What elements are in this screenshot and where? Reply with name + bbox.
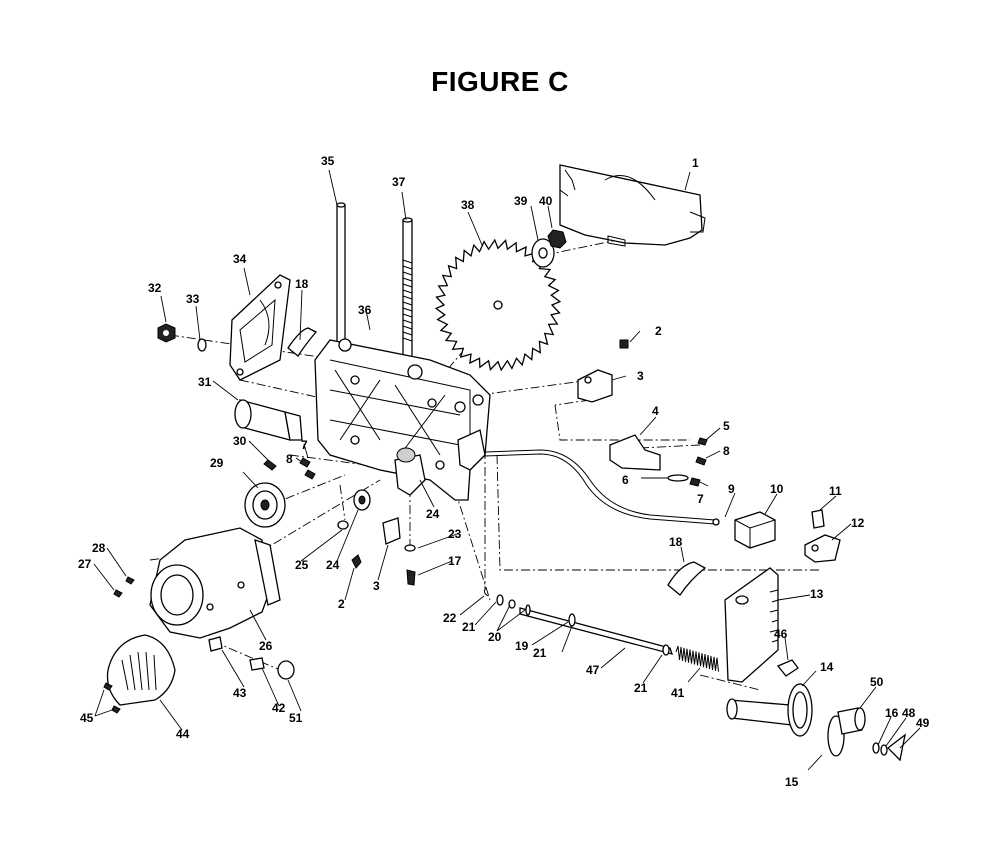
- callout-14: 14: [820, 660, 834, 674]
- callout-22: 22: [443, 611, 457, 625]
- callout-30: 30: [233, 434, 247, 448]
- callout-17: 17: [448, 554, 462, 568]
- callout-labels: 1 2 2 3 3 4 5 6 7 7 8 8 9 10 11 12 13 14…: [78, 154, 930, 789]
- callout-31: 31: [198, 375, 212, 389]
- motor-end-cover: [106, 634, 176, 706]
- callout-24-left: 24: [326, 558, 340, 572]
- blade-guard-cover: [559, 164, 706, 247]
- housing-10: [734, 511, 776, 549]
- lift-rod: [484, 449, 720, 526]
- leader-lines: [93, 169, 921, 771]
- callout-21-c: 21: [634, 681, 648, 695]
- callout-3-lower: 3: [373, 579, 380, 593]
- spring-41: [675, 645, 719, 672]
- callout-21-a: 21: [462, 620, 476, 634]
- callout-32: 32: [148, 281, 162, 295]
- callout-8-right: 8: [723, 444, 730, 458]
- callout-47: 47: [586, 663, 600, 677]
- callout-36: 36: [358, 303, 372, 317]
- callout-40: 40: [539, 194, 553, 208]
- curved-slide-lower: [667, 561, 707, 596]
- callout-12: 12: [851, 516, 865, 530]
- callout-45: 45: [80, 711, 94, 725]
- callout-21-b: 21: [533, 646, 547, 660]
- callout-42: 42: [272, 701, 286, 715]
- clamp-12: [804, 534, 841, 563]
- figure-title: FIGURE C: [431, 66, 569, 97]
- callout-4: 4: [652, 404, 659, 418]
- arbor-bracket: [229, 274, 291, 381]
- callout-3-upper: 3: [637, 369, 644, 383]
- callout-28: 28: [92, 541, 106, 555]
- blade-washer-and-nut: [531, 229, 567, 268]
- latch-4: [609, 434, 661, 471]
- callout-19: 19: [515, 639, 529, 653]
- callout-29: 29: [210, 456, 224, 470]
- callout-39: 39: [514, 194, 528, 208]
- callout-5: 5: [723, 419, 730, 433]
- pulley: [244, 482, 286, 528]
- callout-8-left: 8: [286, 452, 293, 466]
- callout-1: 1: [692, 156, 699, 170]
- callout-11: 11: [829, 484, 842, 498]
- callout-7-right: 7: [697, 492, 704, 506]
- small-hardware: [103, 339, 629, 714]
- hex-nut-32: [157, 323, 176, 343]
- clip-46: [776, 659, 799, 677]
- callout-50: 50: [870, 675, 884, 689]
- callout-13: 13: [810, 587, 824, 601]
- callout-16: 16: [885, 706, 899, 720]
- callout-48: 48: [902, 706, 916, 720]
- pin-11: [811, 509, 825, 529]
- callout-34: 34: [233, 252, 247, 266]
- callout-18-bottom: 18: [669, 535, 683, 549]
- callout-46: 46: [774, 627, 788, 641]
- callout-27: 27: [78, 557, 92, 571]
- motor-housing: [149, 527, 281, 639]
- callout-6: 6: [622, 473, 629, 487]
- callout-26: 26: [259, 639, 273, 653]
- bevel-scale-plate: [724, 567, 779, 683]
- elevation-shaft: [483, 587, 673, 656]
- callout-2-upper: 2: [655, 324, 662, 338]
- callout-24-right: 24: [426, 507, 440, 521]
- callout-20: 20: [488, 630, 502, 644]
- callout-49: 49: [916, 716, 930, 730]
- saw-blade: [434, 238, 562, 372]
- callout-7-left: 7: [301, 438, 308, 452]
- callout-10: 10: [770, 482, 784, 496]
- callout-15: 15: [785, 775, 799, 789]
- curved-slide-top: [287, 327, 318, 357]
- callout-35: 35: [321, 154, 335, 168]
- callout-43: 43: [233, 686, 247, 700]
- bracket-3: [577, 369, 613, 403]
- callout-44: 44: [176, 727, 190, 741]
- handwheel-assembly: [726, 683, 906, 762]
- callout-37: 37: [392, 175, 406, 189]
- callout-23: 23: [448, 527, 462, 541]
- callout-38: 38: [461, 198, 475, 212]
- callout-18-top: 18: [295, 277, 309, 291]
- callout-51: 51: [289, 711, 303, 725]
- cylinder-31: [234, 399, 303, 441]
- washer-33: [197, 338, 207, 352]
- callout-9: 9: [728, 482, 735, 496]
- callout-41: 41: [671, 686, 685, 700]
- main-frame: [314, 338, 491, 501]
- callout-25: 25: [295, 558, 309, 572]
- callout-33: 33: [186, 292, 200, 306]
- callout-2-lower: 2: [338, 597, 345, 611]
